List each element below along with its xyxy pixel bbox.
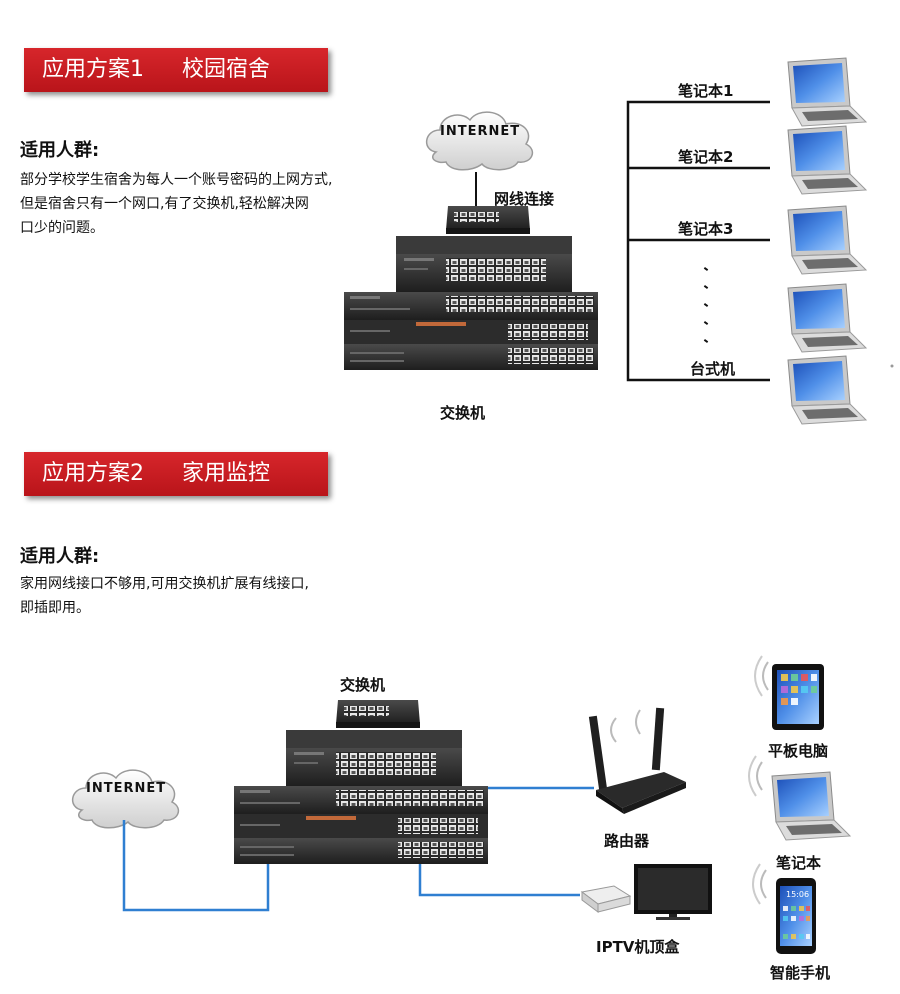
plan1-switch-label: 交换机 [440, 404, 486, 422]
router-icon [588, 707, 686, 814]
phone-label: 智能手机 [770, 964, 831, 982]
device-label-3: 笔记本3 [678, 220, 734, 238]
plan2-internet-label: INTERNET [86, 781, 167, 796]
switch-stack-icon-2 [234, 700, 488, 864]
plan2-banner-label: 应用方案2 [42, 461, 144, 486]
plan1-description: 部分学校学生宿舍为每人一个账号密码的上网方式, 但是宿舍只有一个网口,有了交换机… [20, 168, 332, 240]
tv-icon [634, 864, 712, 920]
cable-internet-switch [122, 820, 270, 912]
internet-cloud-icon [425, 111, 534, 171]
internet-cloud-icon-2 [71, 769, 180, 829]
plan1-diagram [344, 57, 867, 425]
phone-icon [776, 878, 816, 954]
plan2-switch-label: 交换机 [340, 676, 386, 694]
cable-switch-iptv [418, 862, 580, 897]
plan1-banner-label: 应用方案1 [42, 57, 144, 82]
plan2-diagram [71, 655, 851, 954]
plan1-desc-line1: 部分学校学生宿舍为每人一个账号密码的上网方式, [20, 172, 333, 188]
laptop-2-icon [787, 125, 867, 195]
laptop-icon [771, 771, 851, 841]
plan1-internet-label: INTERNET [440, 124, 521, 139]
plan1-banner: 应用方案1 校园宿舍 [24, 48, 328, 92]
device-label-4: 台式机 [690, 360, 736, 378]
laptop-3-icon [787, 205, 867, 275]
plan2-heading: 适用人群: [20, 546, 100, 567]
device-label-1: 笔记本1 [678, 82, 734, 100]
plan1-desc-line2: 但是宿舍只有一个网口,有了交换机,轻松解决网 [20, 196, 309, 212]
tablet-icon [772, 664, 824, 730]
plan1-cable-label: 网线连接 [494, 190, 555, 208]
plan2-banner: 应用方案2 家用监控 [24, 452, 328, 496]
router-label: 路由器 [604, 832, 650, 850]
device-label-2: 笔记本2 [678, 148, 734, 166]
wifi-icon-tablet [754, 655, 769, 697]
switch-stack-icon [344, 206, 598, 370]
plan2-banner-title: 家用监控 [182, 461, 271, 486]
plan1-desc-line3: 口少的问题。 [20, 220, 104, 236]
tablet-label: 平板电脑 [768, 742, 829, 760]
iptv-box-icon [580, 885, 632, 913]
desktop-icon [787, 355, 867, 425]
iptv-label: IPTV机顶盒 [596, 938, 680, 956]
plan1-banner-title: 校园宿舍 [182, 57, 271, 82]
laptop-1-icon [787, 57, 867, 127]
plan2-desc-line1: 家用网线接口不够用,可用交换机扩展有线接口, [20, 576, 309, 592]
phone-clock: 15:06 [786, 890, 810, 899]
wifi-icon-phone [752, 863, 767, 905]
plan1-heading: 适用人群: [20, 140, 100, 161]
wifi-icon-laptop [748, 755, 763, 797]
laptop-label: 笔记本 [776, 854, 822, 872]
laptop-4-icon [787, 283, 867, 353]
plan2-desc-line2: 即插即用。 [20, 600, 90, 616]
plan2-description: 家用网线接口不够用,可用交换机扩展有线接口, 即插即用。 [20, 572, 309, 620]
